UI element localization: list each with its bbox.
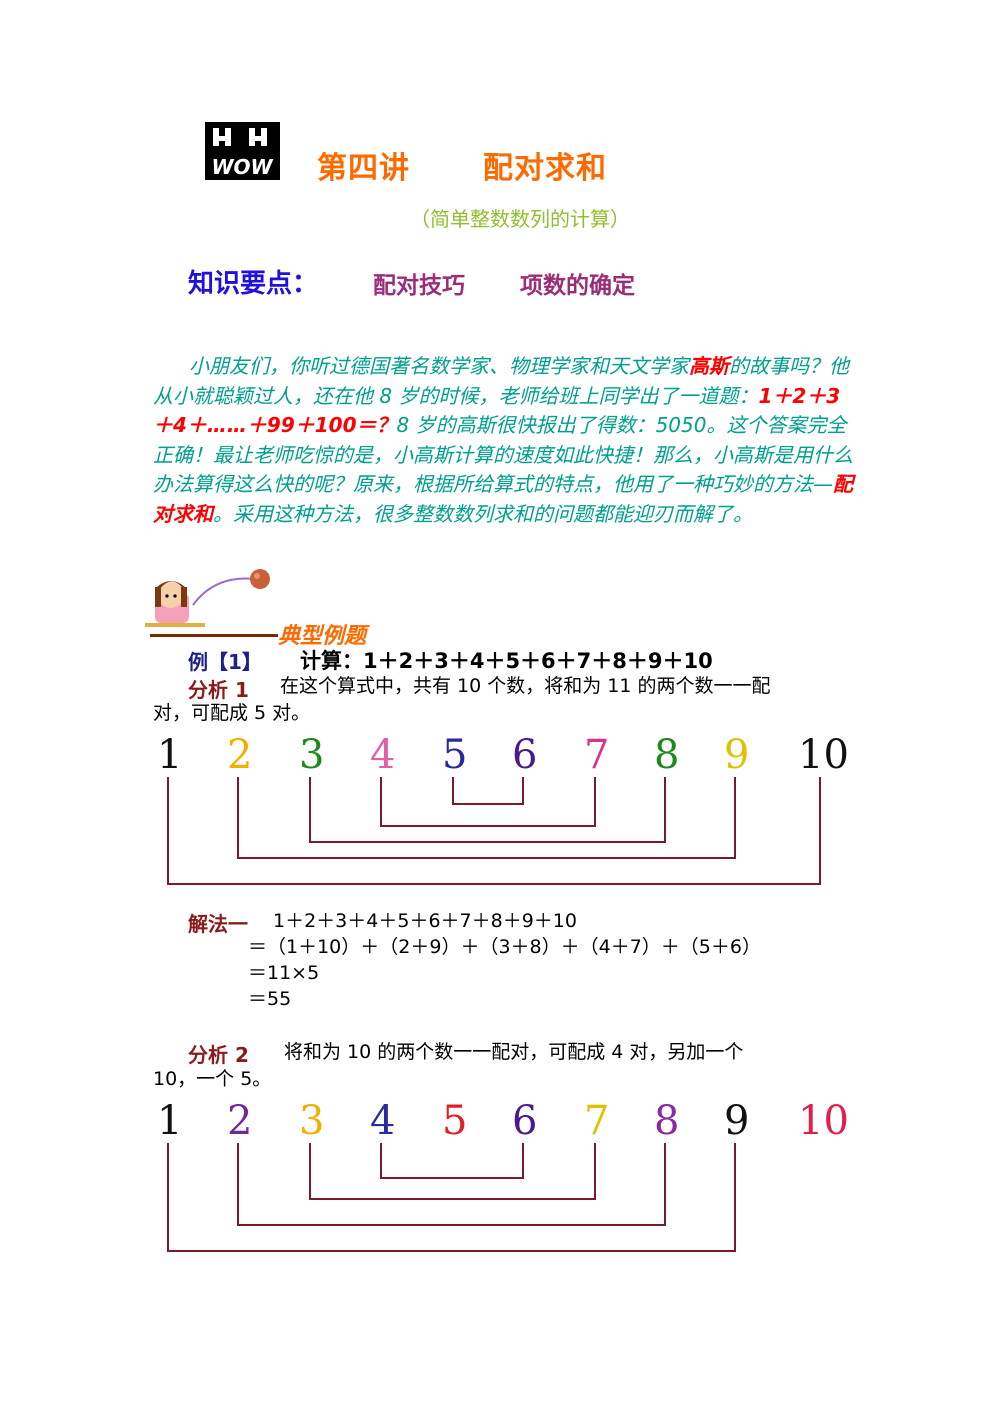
story-method: 配对求和 <box>153 472 853 526</box>
story-text: 8 岁的高斯很快报出了得数：5050。这个答案完全正确！最让老师吃惊的是，小高斯… <box>153 413 853 496</box>
pair-bracket <box>167 1143 736 1252</box>
sequence-number: 2 <box>227 1098 253 1144</box>
logo-text: WOW <box>211 155 273 179</box>
sequence-number: 1 <box>157 732 183 778</box>
sequence-number: 7 <box>584 732 610 778</box>
analysis2-label: 分析 2 <box>188 1043 249 1067</box>
key-points-label: 知识要点： <box>188 269 319 299</box>
pair-bracket <box>452 777 524 805</box>
sequence-number: 8 <box>654 732 680 778</box>
sequence-number: 3 <box>299 732 325 778</box>
wow-logo: WOW <box>205 122 280 180</box>
sequence-number: 10 <box>798 732 849 778</box>
story-problem: 1＋2＋3＋4＋……＋99＋100＝？ <box>153 383 841 438</box>
page-subtitle: （简单整数数列的计算） <box>410 207 630 231</box>
heading-underline <box>150 634 278 637</box>
sequence-number: 8 <box>654 1098 680 1144</box>
sequence-number: 4 <box>370 1098 396 1144</box>
examples-heading: 典型例题 <box>278 624 367 649</box>
sequence-number: 5 <box>442 1098 468 1144</box>
sequence-number: 6 <box>512 1098 538 1144</box>
sequence-number: 10 <box>798 1098 849 1144</box>
sequence-number: 4 <box>370 732 396 778</box>
solution-line: ＝55 <box>248 988 292 1010</box>
solution1-label: 解法一 <box>188 912 248 936</box>
page-title: 配对求和 <box>483 151 607 186</box>
intro-story: 小朋友们，你听过德国著名数学家、物理学家和天文学家高斯的故事吗？他从小就聪颖过人… <box>153 352 853 529</box>
sequence-number: 9 <box>724 732 750 778</box>
sequence-number: 1 <box>157 1098 183 1144</box>
analysis1-label: 分析 1 <box>188 678 249 702</box>
pair-bracket <box>309 1143 596 1200</box>
story-text: 小朋友们，你听过德国著名数学家、物理学家和天文学家 <box>189 354 689 378</box>
example-task: 计算：1＋2＋3＋4＋5＋6＋7＋8＋9＋10 <box>300 649 713 673</box>
pair-bracket <box>380 1143 524 1179</box>
solution-line: ＝（1＋10）＋（2＋9）＋（3＋8）＋（4＋7）＋（5＋6） <box>248 936 761 958</box>
sequence-number: 5 <box>442 732 468 778</box>
pair-bracket <box>237 1143 666 1226</box>
story-text: 。采用这种方法，很多整数数列求和的问题都能迎刃而解了。 <box>213 501 753 526</box>
sequence-number: 9 <box>724 1098 750 1144</box>
sequence-number: 6 <box>512 732 538 778</box>
solution-line: 1＋2＋3＋4＋5＋6＋7＋8＋9＋10 <box>273 910 577 932</box>
lecture-number: 第四讲 <box>317 151 410 186</box>
story-highlight-name: 高斯 <box>689 354 729 378</box>
key-point-item: 配对技巧 <box>373 273 465 299</box>
pair-bracket <box>167 777 821 885</box>
analysis2-text: 10，一个 5。 <box>153 1068 272 1090</box>
pair-bracket <box>237 777 736 859</box>
analysis1-text: 在这个算式中，共有 10 个数，将和为 11 的两个数一一配 <box>280 675 771 697</box>
story-text: 的故事吗？他从小就聪颖过人，还在他 8 岁的时候，老师给班上同学出了一道题： <box>153 354 849 408</box>
sequence-number: 3 <box>299 1098 325 1144</box>
child-with-ball-illustration <box>145 565 275 635</box>
pair-bracket <box>309 777 666 843</box>
key-point-item: 项数的确定 <box>520 273 635 299</box>
sequence-number: 7 <box>584 1098 610 1144</box>
sequence-number: 2 <box>227 732 253 778</box>
analysis2-text: 将和为 10 的两个数一一配对，可配成 4 对，另加一个 <box>284 1041 744 1063</box>
pair-bracket <box>380 777 596 827</box>
solution-line: ＝11×5 <box>248 962 320 984</box>
example-label: 例【1】 <box>188 650 262 674</box>
analysis1-text: 对，可配成 5 对。 <box>153 702 311 724</box>
